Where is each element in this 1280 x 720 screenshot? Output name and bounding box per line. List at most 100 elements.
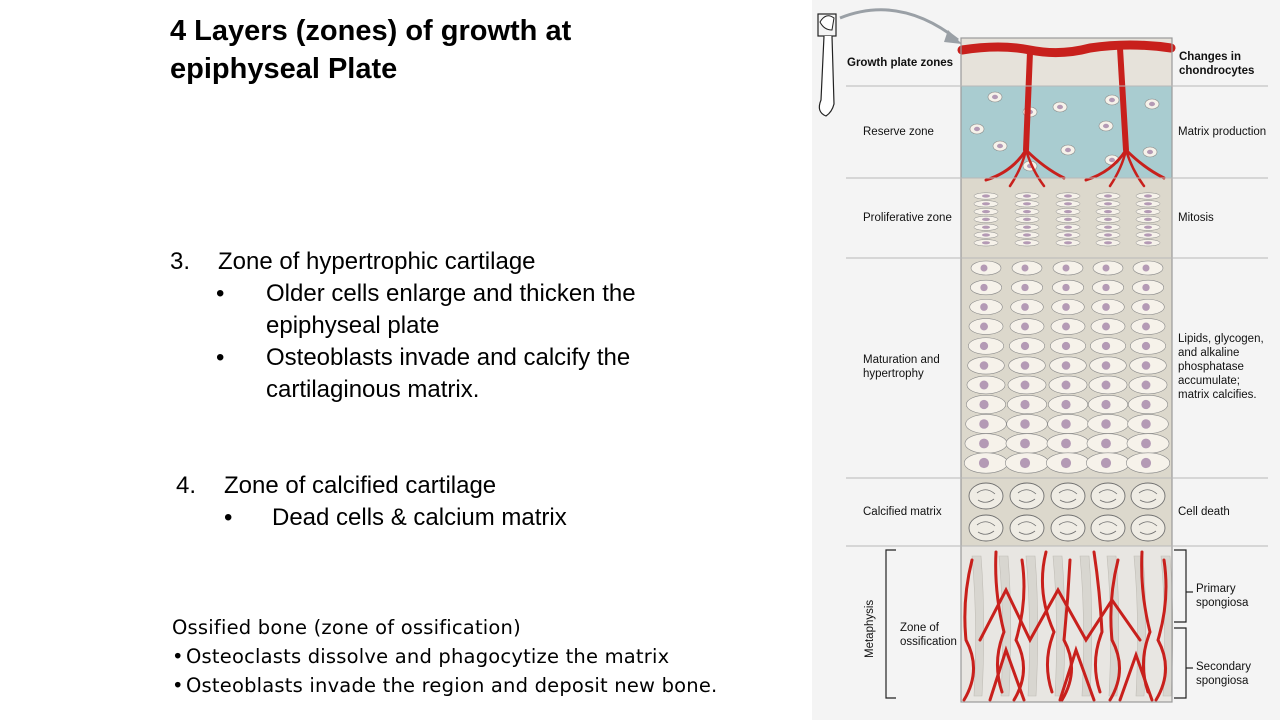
- cell-nucleus: [1104, 241, 1112, 245]
- label-maturation-line1: Maturation and: [863, 354, 940, 366]
- label-secondary-line1: Secondary: [1196, 661, 1251, 673]
- blood-vessel: [1124, 148, 1146, 188]
- cell-nucleus: [1061, 341, 1071, 351]
- cell-nucleus: [1141, 419, 1151, 429]
- cell-nucleus: [980, 264, 988, 272]
- calcified-texture: [1138, 521, 1158, 535]
- chondrocyte-cells: [963, 91, 1174, 697]
- blood-vessel: [1108, 148, 1128, 188]
- label-maturation-line2: hypertrophy: [863, 368, 924, 380]
- cell-nucleus: [1147, 149, 1153, 155]
- cell-nucleus: [978, 457, 990, 469]
- cell-nucleus: [1104, 233, 1112, 237]
- cell-nucleus: [1101, 419, 1111, 429]
- cell-nucleus: [1021, 303, 1029, 311]
- cell-nucleus: [1023, 194, 1031, 198]
- cell-nucleus: [1021, 322, 1029, 331]
- blood-vessel: [1118, 650, 1154, 702]
- ossified-heading: Ossified bone (zone of ossification): [172, 616, 521, 639]
- cell-nucleus: [1020, 438, 1030, 449]
- cell-nucleus: [1142, 264, 1150, 272]
- cell-nucleus: [1101, 361, 1111, 370]
- label-mitosis: Mitosis: [1178, 212, 1214, 224]
- label-ossification-line1: Zone of: [900, 622, 940, 634]
- cell-nucleus: [1060, 457, 1072, 469]
- cell-nucleus: [1020, 361, 1030, 370]
- metaphysis-bracket: [885, 549, 896, 699]
- cell-nucleus: [1062, 322, 1070, 331]
- column-border: [960, 37, 1173, 703]
- cell-nucleus: [1141, 380, 1151, 390]
- cell-nucleus: [1101, 380, 1111, 390]
- cell-nucleus: [1062, 264, 1070, 272]
- cell-nucleus: [1061, 361, 1071, 370]
- epiphyseal-artery: [957, 40, 1176, 58]
- calcified-cell: [1130, 514, 1166, 542]
- cell-nucleus: [1023, 217, 1031, 221]
- label-matrix-production: Matrix production: [1178, 126, 1266, 138]
- calcified-cell: [1050, 482, 1086, 510]
- calcified-cell: [968, 482, 1004, 510]
- cell-nucleus: [1064, 217, 1072, 221]
- cell-nucleus: [1021, 264, 1029, 272]
- blood-vessel: [1040, 550, 1056, 694]
- section3-bullet1-line2: epiphyseal plate: [266, 312, 440, 339]
- cell-nucleus: [1065, 147, 1071, 153]
- cell-nucleus: [1104, 194, 1112, 198]
- calcified-texture: [1138, 489, 1158, 503]
- calcified-cell: [968, 514, 1004, 542]
- ossified-bullet2: Osteoblasts invade the region and deposi…: [186, 674, 718, 697]
- calcified-texture: [1017, 489, 1037, 503]
- cell-nucleus: [979, 438, 989, 449]
- cell-nucleus: [1104, 217, 1112, 221]
- blood-vessel: [1023, 49, 1033, 153]
- cell-nucleus: [1142, 322, 1150, 331]
- cell-nucleus: [980, 303, 988, 311]
- cell-nucleus: [1141, 341, 1151, 351]
- cell-nucleus: [979, 419, 989, 429]
- label-changes-line2: and alkaline: [1178, 347, 1239, 359]
- calcified-cell: [1090, 482, 1126, 510]
- blood-vessel: [1092, 550, 1104, 694]
- cell-nucleus: [982, 202, 990, 206]
- blood-vessel: [978, 586, 1142, 644]
- cell-nucleus: [982, 194, 990, 198]
- cell-nucleus: [1064, 233, 1072, 237]
- cell-nucleus: [1104, 202, 1112, 206]
- cell-nucleus: [1064, 210, 1072, 214]
- blood-vessel: [988, 645, 1026, 702]
- bone-spicule: [1079, 555, 1093, 697]
- bone-spicule: [1025, 555, 1039, 697]
- blood-vessel: [1154, 558, 1168, 702]
- label-reserve-zone: Reserve zone: [863, 126, 934, 138]
- cell-nucleus: [1144, 210, 1152, 214]
- blood-vessel: [1124, 148, 1166, 180]
- bullet-marker: •: [224, 504, 233, 531]
- cell-nucleus: [1064, 225, 1072, 229]
- cell-nucleus: [1142, 303, 1150, 311]
- cell-nucleus: [1023, 241, 1031, 245]
- primary-spongiosa-bracket: [1174, 549, 1187, 623]
- cell-nucleus: [1149, 101, 1155, 107]
- cell-nucleus: [1103, 123, 1109, 129]
- calcified-cell: [1009, 514, 1045, 542]
- blood-vessel: [1060, 558, 1074, 702]
- cell-nucleus: [1020, 380, 1030, 390]
- header-changes-line2: chondrocytes: [1179, 65, 1254, 77]
- section3-number: 3.: [170, 248, 191, 275]
- cell-nucleus: [979, 399, 989, 410]
- cell-nucleus: [1101, 399, 1111, 410]
- cell-nucleus: [1144, 194, 1152, 198]
- header-changes-line1: Changes in: [1179, 51, 1241, 63]
- cell-nucleus: [982, 217, 990, 221]
- cell-nucleus: [1140, 457, 1152, 469]
- header-growth-plate-zones: Growth plate zones: [847, 57, 953, 69]
- growth-plate-column: [957, 37, 1176, 703]
- cell-nucleus: [1109, 157, 1115, 163]
- cell-nucleus: [1020, 399, 1030, 410]
- blood-vessel: [1084, 148, 1128, 182]
- blood-vessel: [1008, 148, 1028, 188]
- cell-nucleus: [1144, 202, 1152, 206]
- calcified-cell: [1090, 514, 1126, 542]
- blood-vessel: [984, 148, 1028, 182]
